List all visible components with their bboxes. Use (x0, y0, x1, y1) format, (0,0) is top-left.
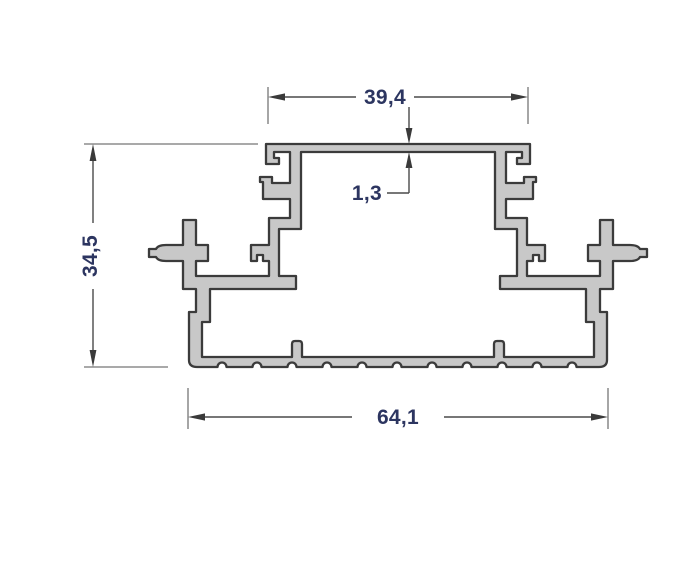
dim-thickness-arrow-down (405, 128, 413, 144)
dim-height-arrow-bottom (89, 350, 97, 367)
profile-body-path (147, 142, 649, 369)
dim-base-width-arrow-left (188, 413, 205, 421)
dim-base-width: 64,1 (187, 388, 609, 429)
dim-top-width-label: 39,4 (364, 86, 406, 109)
dim-top-width: 39,4 (267, 86, 529, 124)
dim-thickness-arrow-up (405, 152, 413, 168)
dim-base-width-label: 64,1 (377, 406, 419, 429)
dim-height-label: 34,5 (79, 235, 102, 277)
dim-height-arrow-top (89, 144, 97, 161)
dim-overall-height: 34,5 (79, 143, 258, 368)
dim-wall-thickness: 1,3 (352, 107, 413, 205)
profile (147, 142, 649, 369)
dim-top-width-arrow-left (268, 93, 285, 101)
dim-base-width-arrow-right (591, 413, 608, 421)
dim-thickness-label: 1,3 (352, 182, 382, 205)
dim-top-width-arrow-right (511, 93, 528, 101)
